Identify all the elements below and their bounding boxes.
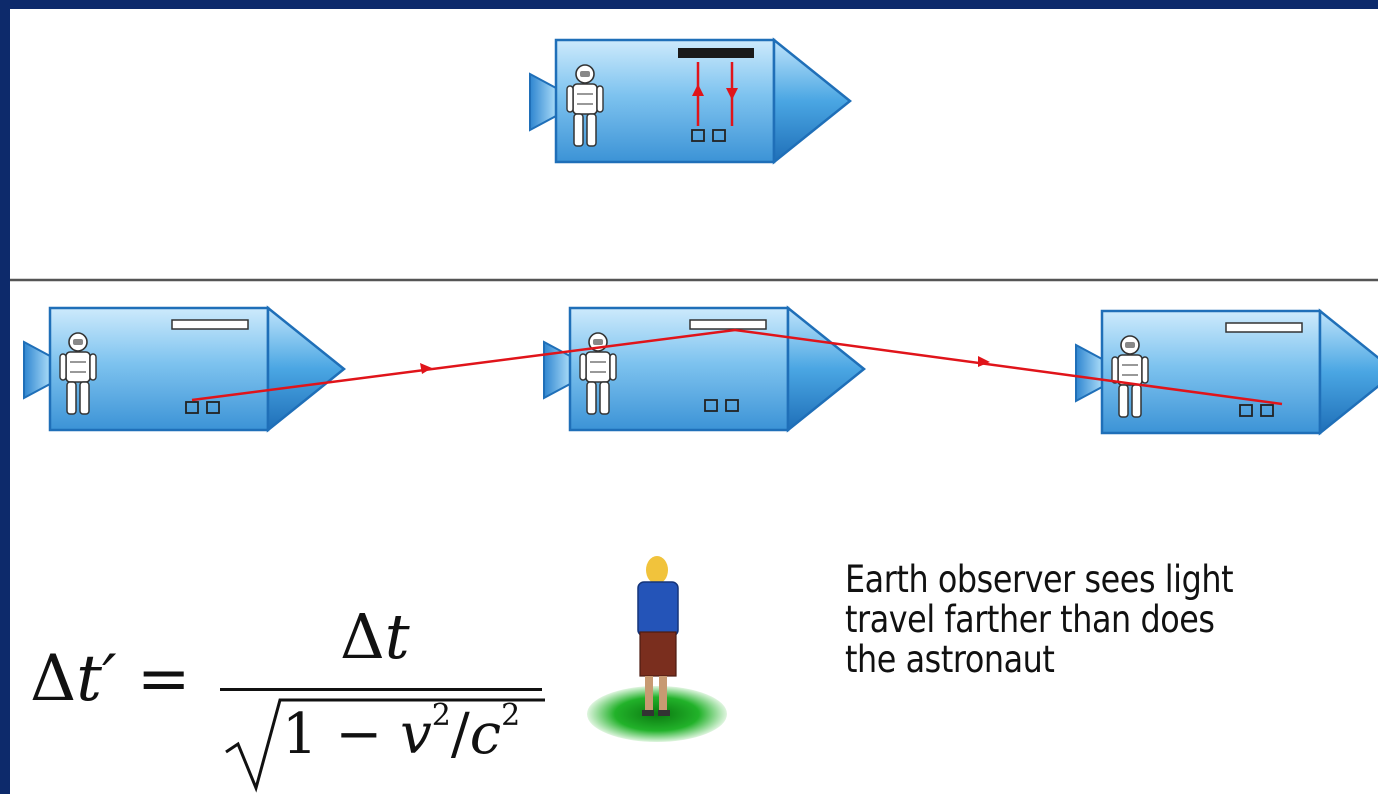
formula-num-delta: Δ [340,600,385,673]
caption-text: Earth observer sees light travel farther… [845,560,1249,680]
observer-icon [587,556,727,742]
time-dilation-formula: Δt′ = Δt 1 − v2/c2 [30,600,570,794]
formula-denominator: 1 − v2/c2 [282,698,520,767]
formula-den-slash: / [450,702,470,767]
formula-numerator: Δt [340,600,410,673]
formula-lhs-var: t′ [76,642,117,716]
formula-den-one: 1 − [282,702,401,767]
mirror-icon [689,319,767,330]
caption-line-3: the astronaut [845,638,1055,681]
formula-num-var: t [384,600,410,673]
formula-lhs-delta: Δ [30,642,77,716]
fraction-bar [220,688,542,691]
formula-lhs: Δt′ = [30,642,190,716]
formula-den-c-exp: 2 [501,698,521,733]
formula-den-v-exp: 2 [431,698,451,733]
formula-equals: = [116,642,191,716]
caption-line-1: Earth observer sees light [845,558,1234,601]
formula-den-v: v [400,702,432,767]
mirror-icon [1225,322,1303,333]
mirror-icon [678,48,754,58]
radical-sign [225,698,545,793]
formula-den-c: c [469,702,502,767]
mirror-icon [171,319,249,330]
light-path-earth-frame [191,328,1283,406]
caption-line-2: travel farther than does [845,598,1215,641]
